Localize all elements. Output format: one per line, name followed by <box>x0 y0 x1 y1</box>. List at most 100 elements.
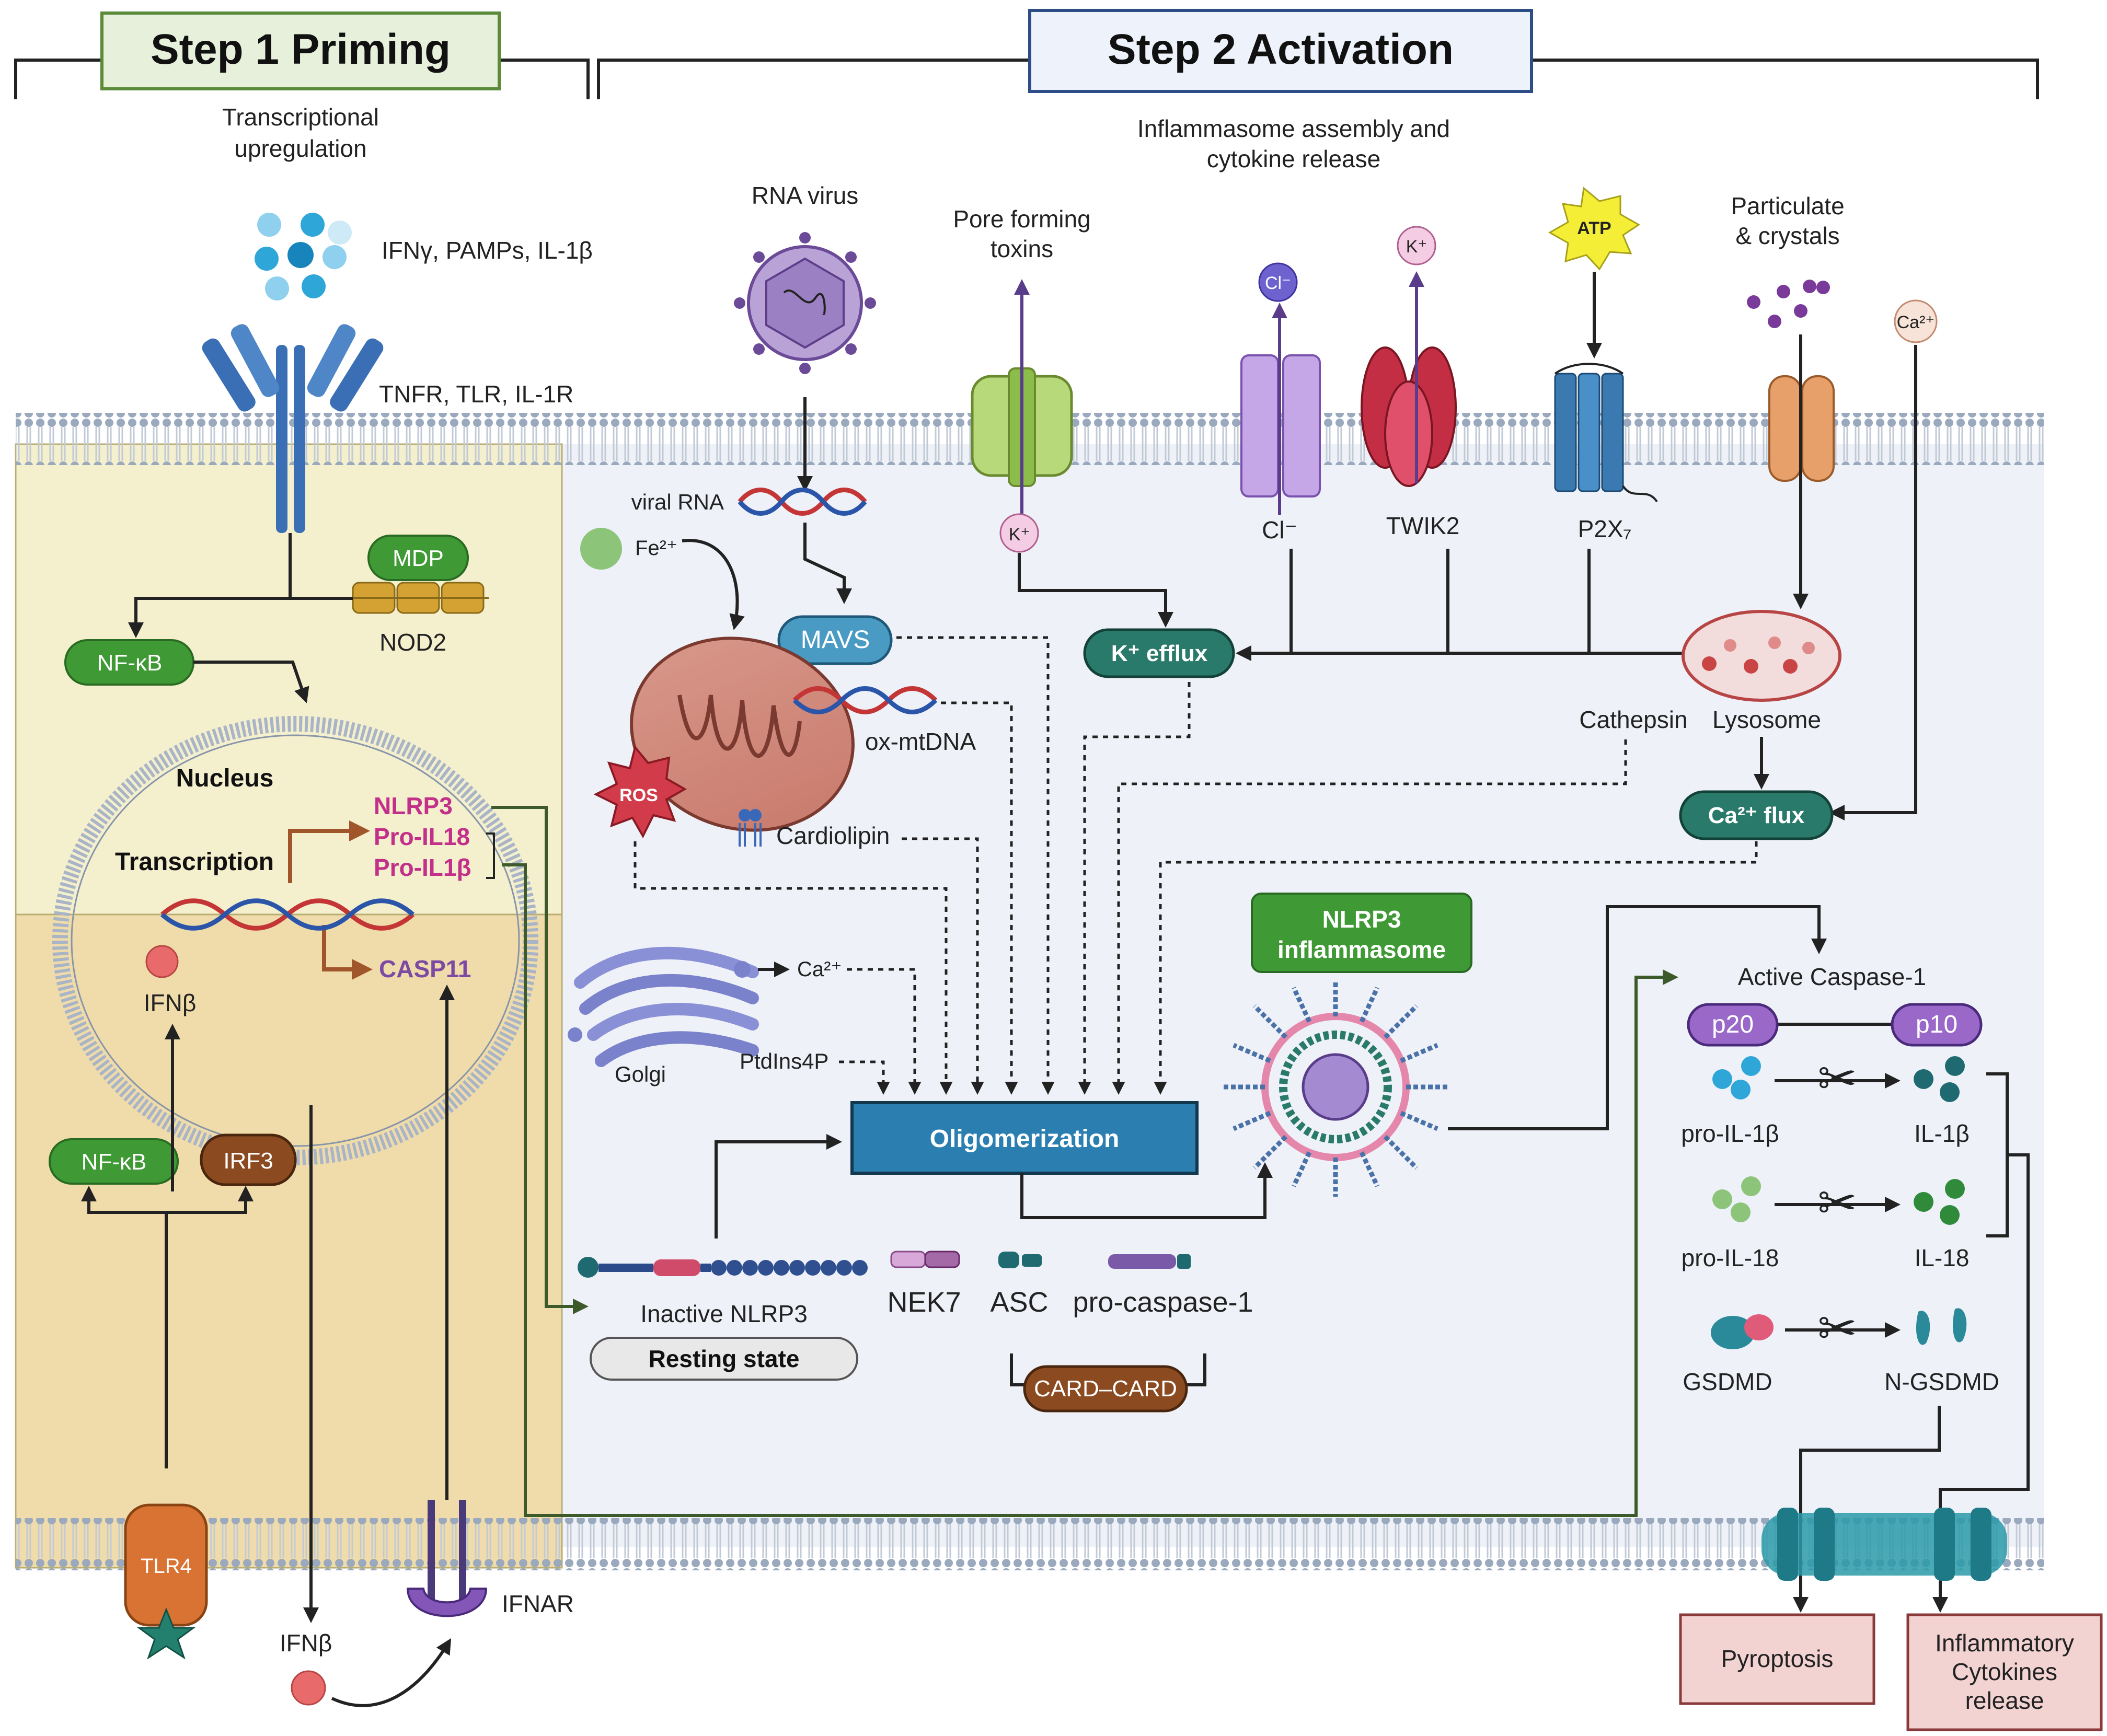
pro-caspase-label: pro-caspase-1 <box>1073 1287 1253 1318</box>
nucleus-inner-ring <box>71 734 520 1147</box>
p2x7-label: P2X₇ <box>1578 515 1632 542</box>
irf3-pill <box>200 1133 297 1186</box>
ros-dotted <box>634 841 953 1095</box>
step2-subtitle-l2: cytokine release <box>1207 145 1380 172</box>
ca-flux-dotted <box>1154 841 1758 1095</box>
cathepsin-label: Cathepsin <box>1579 706 1687 733</box>
k-top-label: K⁺ <box>1406 237 1427 257</box>
pyroptosis-box <box>1679 1613 1875 1705</box>
oligomerization-box <box>850 1101 1199 1175</box>
mavs-dotted <box>896 636 1055 1095</box>
inflammasome-label-l2: inflammasome <box>1277 936 1446 963</box>
particulate-l1: Particulate <box>1731 192 1844 219</box>
rna-virus-label: RNA virus <box>752 182 858 209</box>
cytokines-release-l1: Inflammatory <box>1935 1629 2074 1657</box>
step1-title: Step 1 Priming <box>151 26 451 73</box>
ca-to-flux-arrow <box>1829 345 1917 820</box>
ifnb-inner-label: IFNβ <box>144 989 197 1016</box>
lrr-chain <box>711 1260 868 1276</box>
k-small-label: K⁺ <box>1009 525 1030 545</box>
ifnar-label: IFNAR <box>502 1590 574 1617</box>
proil-to-caspase-arrow <box>502 863 1678 1517</box>
golgi-ca-label: Ca²⁺ <box>797 958 842 981</box>
mitochondrion-icon <box>630 636 855 832</box>
scissors-icon-1: ✂ <box>1817 1053 1857 1105</box>
ptdins-dotted <box>839 1060 890 1095</box>
p2x7-receptor-icon <box>1554 363 1658 503</box>
resting-state-label: Resting state <box>649 1345 800 1372</box>
irf3-label: IRF3 <box>223 1148 273 1174</box>
rna-to-mavs-arrow <box>803 523 852 604</box>
inactive-nlrp3-icon <box>578 1257 711 1278</box>
nucleus-envelope <box>52 716 538 1165</box>
ifnb-to-ifnar-arrow <box>331 1638 452 1707</box>
ox-mtdna-icon <box>792 686 938 714</box>
nfkb-to-nucleus-arrow <box>193 661 309 703</box>
cardiolipin-label: Cardiolipin <box>776 822 890 849</box>
p10-pill <box>1891 1003 1983 1047</box>
oxmtdna-dotted <box>941 701 1018 1095</box>
ros-burst <box>593 745 687 839</box>
particulate-l2: & crystals <box>1735 222 1839 249</box>
ligand-cluster <box>255 213 352 300</box>
pro-il1b-label: pro-IL-1β <box>1681 1120 1779 1147</box>
nek7-label: NEK7 <box>887 1287 961 1318</box>
step1-subtitle-l2: upregulation <box>234 135 366 162</box>
atp-label: ATP <box>1577 218 1611 238</box>
pro-caspase-icon <box>1108 1254 1191 1269</box>
nod2-label: NOD2 <box>379 629 446 656</box>
gene-pro-il18: Pro-IL18 <box>374 823 470 850</box>
atp-burst <box>1548 187 1640 271</box>
twik2-label: TWIK2 <box>1386 512 1460 539</box>
tnfr-receptor-icon <box>202 324 384 533</box>
lysosome-icon <box>1682 610 1841 702</box>
cytokines-release-l3: release <box>1965 1687 2044 1714</box>
gsdmd-icon <box>1711 1314 1774 1349</box>
ca-flux-label: Ca²⁺ flux <box>1708 803 1805 828</box>
k-efflux-pill <box>1083 628 1235 678</box>
inactive-nlrp3-label: Inactive NLRP3 <box>640 1300 808 1327</box>
il18-icon <box>1914 1179 1965 1225</box>
pore-toxins-l2: toxins <box>991 235 1053 262</box>
k-small-molecule <box>999 513 1039 553</box>
nlrp3-gene-to-inactive-arrow <box>491 806 589 1314</box>
pyroptosis-label: Pyroptosis <box>1721 1645 1834 1672</box>
pore-toxins-l1: Pore forming <box>953 205 1090 233</box>
inflammasome-to-caspase-arrow <box>1448 905 1827 1130</box>
card-pill <box>1023 1365 1188 1413</box>
mdp-label: MDP <box>393 546 444 571</box>
cardiolipin-dotted <box>902 837 984 1095</box>
split-right-arrow <box>166 1186 254 1214</box>
k-top-molecule <box>1397 226 1436 265</box>
gasdermin-pore-icon <box>1761 1508 2007 1581</box>
inflammasome-label-l1: NLRP3 <box>1322 906 1401 933</box>
active-caspase-label: Active Caspase-1 <box>1738 963 1927 990</box>
step2-title: Step 2 Activation <box>1108 26 1454 73</box>
viral-rna-label: viral RNA <box>631 490 724 514</box>
il1b-label: IL-1β <box>1914 1120 1970 1147</box>
golgi-ca-dotted <box>847 968 922 1095</box>
il18-label: IL-18 <box>1915 1244 1970 1271</box>
step2-subtitle-l1: Inflammasome assembly and <box>1137 115 1450 142</box>
nfkb-top-label: NF-κB <box>97 650 163 676</box>
cytokines-release-box <box>1906 1613 2103 1731</box>
transcription-arrow <box>288 820 370 883</box>
cytokines-release-l2: Cytokines <box>1952 1658 2057 1685</box>
step2-title-box <box>1028 9 1533 93</box>
cl-top-label: Cl⁻ <box>1265 273 1291 293</box>
priming-lower-zone <box>15 913 563 1569</box>
tlr4-label: TLR4 <box>141 1555 192 1578</box>
k-to-efflux-arrow <box>1018 553 1173 628</box>
oligo-to-inflammasome-arrow <box>1020 1162 1273 1219</box>
nucleus-label: Nucleus <box>176 765 274 792</box>
ca-top-label: Ca²⁺ <box>1897 313 1935 332</box>
n-gsdmd-label: N-GSDMD <box>1884 1368 1999 1395</box>
ligands-label: IFNγ, PAMPs, IL-1β <box>382 237 593 264</box>
pro-il1b-icon <box>1712 1056 1761 1100</box>
receptor-to-nfkb-arrow <box>128 533 292 638</box>
nfkb-bottom-label: NF-κB <box>82 1149 147 1175</box>
step1-subtitle-l1: Transcriptional <box>222 103 379 131</box>
step1-title-box <box>100 11 501 90</box>
il1b-icon <box>1914 1056 1965 1102</box>
gene-nlrp3: NLRP3 <box>374 792 453 819</box>
